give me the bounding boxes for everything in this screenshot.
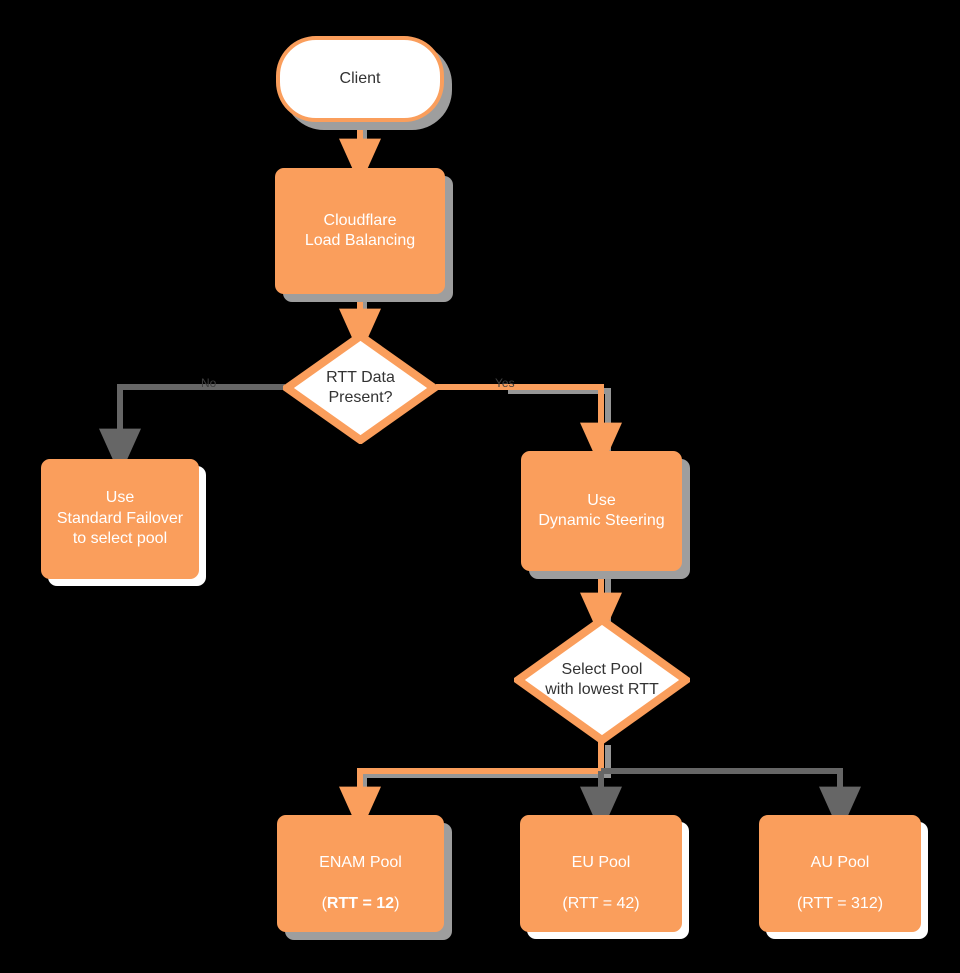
node-select-pool-lowest-rtt-label: Select Pool with lowest RTT [545, 660, 659, 698]
node-enam-pool-rtt-close: ) [394, 894, 400, 912]
node-rtt-data-present[interactable]: RTT Data Present? [283, 332, 438, 444]
edge-decision-yes-to-steering [436, 384, 622, 470]
node-enam-pool-name: ENAM Pool [319, 854, 402, 872]
edge-decision-no-to-failover [99, 384, 285, 476]
edge-select-to-enam [339, 741, 604, 834]
node-au-pool-rtt-value: RTT = 312 [802, 894, 878, 912]
node-au-pool-name: AU Pool [810, 854, 870, 872]
node-eu-pool-rtt-value: RTT = 42 [567, 894, 635, 912]
node-rtt-data-present-label: RTT Data Present? [326, 368, 395, 406]
node-au-pool-rtt-open: ( [796, 894, 803, 912]
node-au-pool[interactable]: AU Pool (RTT = 312) [759, 815, 921, 932]
decision-diamond-shape [514, 616, 690, 744]
node-enam-pool[interactable]: ENAM Pool (RTT = 12) [277, 815, 444, 932]
node-au-pool-rtt-close: ) [877, 894, 884, 912]
node-eu-pool-rtt-close: ) [634, 894, 640, 912]
node-eu-pool-rtt-open: ( [562, 894, 568, 912]
node-standard-failover[interactable]: Use Standard Failover to select pool [41, 459, 199, 579]
edge-label-no: No [201, 376, 217, 390]
node-client[interactable]: Client [276, 36, 444, 122]
node-cloudflare-load-balancing[interactable]: Cloudflare Load Balancing [275, 168, 445, 294]
decision-diamond-shape [283, 332, 438, 444]
node-eu-pool-name: EU Pool [571, 854, 631, 872]
node-eu-pool[interactable]: EU Pool (RTT = 42) [520, 815, 682, 932]
edge-label-yes: Yes [495, 376, 515, 390]
node-enam-pool-rtt-open: ( [321, 894, 327, 912]
node-select-pool-lowest-rtt[interactable]: Select Pool with lowest RTT [514, 616, 690, 744]
node-dynamic-steering[interactable]: Use Dynamic Steering [521, 451, 682, 571]
node-enam-pool-rtt-value: RTT = 12 [326, 894, 395, 912]
edge-select-to-au [601, 768, 861, 834]
